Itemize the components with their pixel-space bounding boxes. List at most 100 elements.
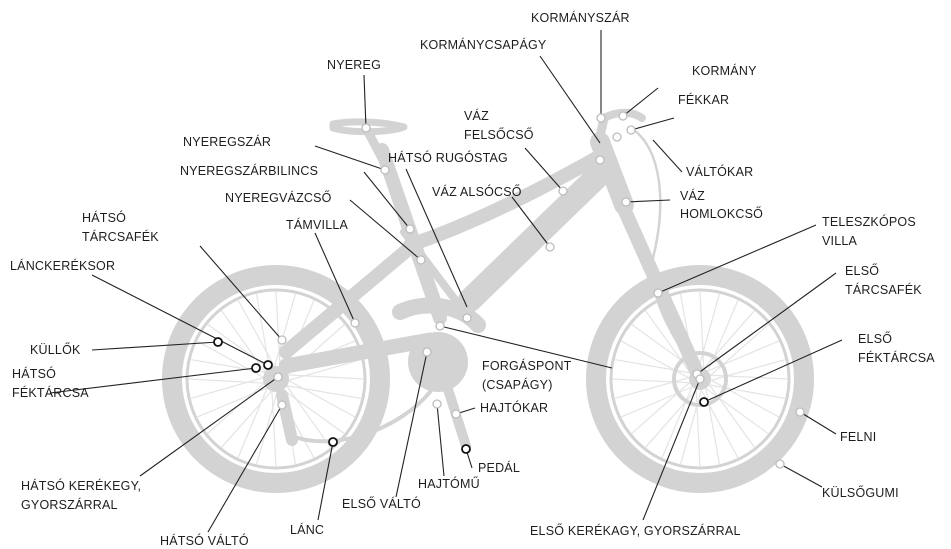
leader-nyeregszar: [314, 145, 386, 171]
rear-spoke: [255, 293, 271, 370]
label-kormany: KORMÁNY: [692, 63, 757, 78]
label-hajtokar: HAJTÓKAR: [480, 400, 548, 415]
dot-vaz-alsocso[interactable]: [545, 242, 555, 252]
part-labels: KORMÁNYSZÁR KORMÁNYCSAPÁGY NYEREG KORMÁN…: [10, 10, 935, 548]
rear-spoke: [220, 309, 267, 374]
rear-spoke: [237, 387, 268, 459]
dot-elso-valto[interactable]: [422, 347, 432, 357]
front-spoke: [710, 323, 770, 376]
label-kulsogumi: KÜLSŐGUMI: [822, 485, 899, 500]
leader-vaz-homlokcso: [625, 199, 671, 203]
dot-hajtokar[interactable]: [451, 409, 461, 419]
label-nyereg: NYEREG: [327, 58, 381, 72]
dot-kullok[interactable]: [213, 337, 223, 347]
rear-spoke: [287, 358, 362, 382]
leader-kormany: [622, 87, 659, 117]
front-spoke: [630, 382, 690, 435]
dot-felni[interactable]: [795, 407, 805, 417]
rear-rim: [185, 288, 367, 470]
rear-spoke: [287, 379, 356, 418]
dot-hatso-valto[interactable]: [277, 400, 287, 410]
leader-kulsogumi: [779, 463, 823, 488]
label-teleszkopos-villa-2: VILLA: [822, 234, 858, 248]
front-rim: [609, 288, 791, 470]
label-vaz-felsocso-1: VÁZ: [464, 108, 489, 123]
dot-nyeregszarbilincs[interactable]: [405, 224, 415, 234]
rear-spoke: [237, 299, 276, 368]
front-spokes: [611, 290, 789, 468]
dot-nyeregszar[interactable]: [380, 165, 390, 175]
label-hatso-tarcsafek-2: TÁRCSAFÉK: [82, 229, 159, 244]
dot-vaz-felsocso[interactable]: [558, 186, 568, 196]
seat-stay: [279, 239, 419, 359]
leader-kullok: [91, 341, 219, 351]
leader-forgaspont: [439, 325, 613, 369]
dot-vaz-homlokcso[interactable]: [621, 197, 631, 207]
bike-silhouette: [162, 108, 814, 493]
label-lanckereksor: LÁNCKERÉKSOR: [10, 258, 115, 273]
dot-elso-kerekagy[interactable]: [695, 374, 705, 384]
leader-hajtomu: [436, 403, 445, 477]
rear-spoke: [281, 388, 346, 435]
dot-teleszkopos-villa[interactable]: [653, 288, 663, 298]
label-hatso-tarcsafek-1: HÁTSÓ: [82, 210, 126, 225]
rear-spoke: [190, 376, 265, 400]
leader-valtokar: [652, 139, 683, 173]
label-hatso-kerekagy-2: GYORSZÁRRAL: [21, 497, 118, 512]
dot-nyeregvazcso[interactable]: [416, 255, 426, 265]
label-hajtomu: HAJTÓMŰ: [418, 476, 480, 491]
down-tube: [458, 158, 616, 312]
dot-elso-fektarcsa[interactable]: [699, 397, 709, 407]
rear-spoke: [206, 382, 266, 435]
dot-kormanyszar[interactable]: [596, 113, 606, 123]
dot-fekkar[interactable]: [626, 125, 636, 135]
rear-spoke: [285, 384, 332, 449]
front-spoke: [644, 389, 697, 449]
leader-hatso-fektarcsa: [49, 367, 257, 394]
dot-forgaspont[interactable]: [435, 321, 445, 331]
dot-kormany[interactable]: [618, 111, 628, 121]
label-hatso-kerekagy-1: HÁTSÓ KERÉKEGY,: [21, 478, 141, 493]
label-hatso-rugostag: HÁTSÓ RUGÓSTAG: [388, 150, 508, 165]
front-spoke: [705, 387, 770, 435]
dot-tamvilla[interactable]: [350, 318, 360, 328]
dot-kormanycsapagy[interactable]: [595, 155, 605, 165]
label-nyeregszarbilincs: NYEREGSZÁRBILINCS: [180, 163, 318, 178]
rear-spoke: [271, 390, 277, 468]
leader-felni: [799, 411, 837, 435]
rear-tire: [162, 265, 390, 493]
front-spoke: [707, 340, 780, 372]
rear-spoke: [285, 384, 362, 400]
dot-hatso-tarcsafek[interactable]: [277, 335, 287, 345]
leader-vaz-alsocso: [511, 196, 551, 248]
leader-vaz-felsocso: [524, 147, 564, 192]
front-spoke: [661, 386, 693, 459]
dot-hajtomu[interactable]: [432, 399, 442, 409]
front-disc: [672, 351, 728, 407]
label-nyeregszar: NYEREGSZÁR: [183, 134, 271, 149]
front-spoke: [709, 384, 786, 400]
leader-hatso-kerekagy: [139, 376, 279, 477]
dot-hatso-fektarcsa[interactable]: [251, 363, 261, 373]
front-spoke: [614, 358, 691, 374]
label-hatso-fektarcsa-2: FÉKTÁRCSA: [12, 385, 89, 400]
dot-pedal[interactable]: [461, 444, 471, 454]
label-forgaspont-2: (CSAPÁGY): [482, 377, 553, 392]
label-felni: FELNI: [840, 430, 876, 444]
dot-kulsogumi[interactable]: [775, 459, 785, 469]
leader-lanc: [317, 441, 334, 521]
dot-hatso-kerekagy[interactable]: [273, 372, 283, 382]
front-spoke: [630, 323, 695, 371]
dot-nyereg[interactable]: [361, 123, 371, 133]
leader-hatso-valto: [207, 404, 283, 533]
front-spoke: [707, 299, 739, 372]
label-teleszkopos-villa-1: TELESZKÓPOS: [822, 214, 916, 229]
dot-hatso-rugostag[interactable]: [462, 313, 472, 323]
dot-valtokar[interactable]: [612, 132, 622, 142]
dot-lanc[interactable]: [328, 437, 338, 447]
leader-lanckereksor: [91, 274, 269, 366]
leader-lines: [49, 30, 843, 533]
dot-lanckereksor[interactable]: [263, 360, 273, 370]
chain-line: [296, 390, 432, 444]
label-hatso-valto: HÁTSÓ VÁLTÓ: [160, 533, 249, 548]
